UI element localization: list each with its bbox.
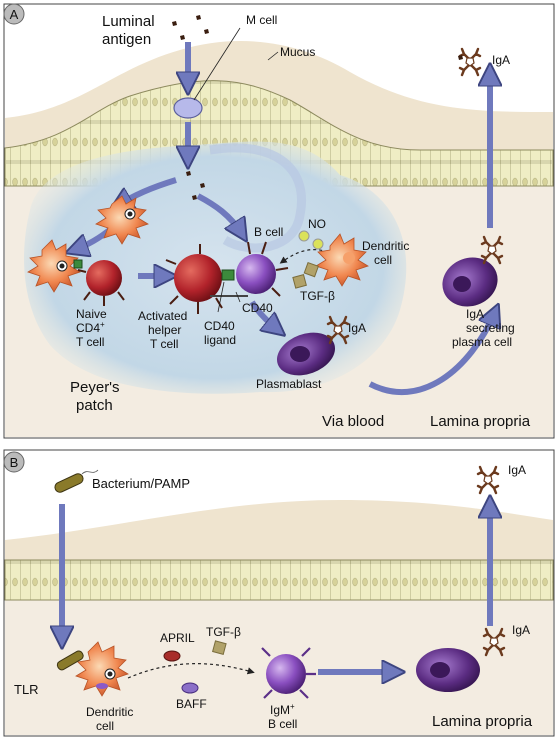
- cd40-label: CD40: [242, 301, 273, 315]
- cd40-ligand-label: CD40: [204, 319, 235, 333]
- m-cell-label: M cell: [246, 13, 277, 27]
- iga-plasma-cell-b: [416, 627, 506, 692]
- dendritic-cell-right: [315, 233, 369, 287]
- b-cell-a: [236, 241, 289, 297]
- dendritic-signal-arrow-b: [127, 663, 255, 679]
- no-molecule: [298, 230, 310, 242]
- via-blood-label: Via blood: [322, 413, 384, 430]
- tgf-beta-label-a: TGF-β: [300, 289, 335, 303]
- cd40-ligand-label: ligand: [204, 333, 236, 347]
- igm-b-cell-label: B cell: [268, 717, 297, 731]
- iga-top-label-b: IgA: [508, 463, 526, 477]
- lamina-propria-label-b: Lamina propria: [432, 713, 533, 730]
- naive-t-cell-label: T cell: [76, 335, 104, 349]
- leader-lines-a: [193, 27, 279, 313]
- iga-plasma-cell-a: [442, 235, 504, 307]
- tgf-beta-molecule: [303, 261, 319, 278]
- naive-t-cell-label: CD4+: [76, 320, 105, 335]
- dendritic-cell-upper: [95, 195, 149, 245]
- activated-helper-t-cell: [165, 244, 223, 314]
- iga-plasma-label: plasma cell: [452, 335, 512, 349]
- peyers-patch-label: patch: [76, 397, 113, 414]
- panel-a-badge: [3, 3, 25, 25]
- dendritic-cell-label-b: cell: [96, 719, 114, 733]
- epithelium-b: [4, 559, 554, 601]
- iga-plasmablast-label: IgA: [348, 321, 366, 335]
- activated-helper-label: T cell: [150, 337, 178, 351]
- peyers-patch-label: Peyer's: [70, 379, 120, 396]
- no-label: NO: [308, 217, 326, 231]
- iga-plasma-label: IgA: [466, 307, 484, 321]
- tgf-beta-label-b: TGF-β: [206, 625, 241, 639]
- naive-t-cell: [77, 260, 125, 306]
- tgf-beta-molecule-b: [212, 640, 227, 655]
- m-cell: [173, 97, 203, 119]
- panel-b-badge: [3, 451, 25, 473]
- mucus-label: Mucus: [280, 45, 315, 59]
- panel-a: A Luminal antigen M cell Mucus IgA B cel…: [3, 3, 555, 439]
- april-label: APRIL: [160, 631, 195, 645]
- tgf-beta-molecule: [292, 274, 307, 289]
- bacterium-label: Bacterium/PAMP: [92, 476, 190, 491]
- iga-top-label: IgA: [492, 53, 510, 67]
- mucus-layer-b: [5, 500, 553, 562]
- germinal-center-ring: [209, 143, 306, 253]
- iga-plasma-label-b: IgA: [512, 623, 530, 637]
- igm-b-cell-label: IgM+: [270, 702, 295, 717]
- plasmablast-label: Plasmablast: [256, 377, 322, 391]
- dendritic-signal-arrow: [279, 249, 329, 264]
- dendritic-cell-label: Dendritic: [362, 239, 409, 253]
- baff-molecule: [181, 682, 199, 694]
- cd40-ligand-receptor: [221, 269, 235, 281]
- bacterium: [54, 469, 99, 493]
- igm-b-cell: [261, 647, 316, 699]
- plasmablast: [276, 315, 350, 376]
- no-molecule: [312, 238, 324, 250]
- tlr-label: TLR: [14, 682, 39, 697]
- panel-b-letter: B: [10, 455, 19, 470]
- lamina-propria-label-a: Lamina propria: [430, 413, 531, 430]
- luminal-antigen-label: antigen: [102, 31, 151, 48]
- dendritic-cell-label: cell: [374, 253, 392, 267]
- arrows-b: [62, 504, 490, 672]
- luminal-antigen-label: Luminal: [102, 13, 155, 30]
- iga-plasma-label: secreting: [466, 321, 515, 335]
- panel-b: B Bacterium/PAMP IgA APRIL TGF-β BAFF Ig…: [3, 449, 555, 737]
- activated-helper-label: Activated: [138, 309, 187, 323]
- dendritic-cell-b: [56, 641, 129, 697]
- b-cell-label: B cell: [254, 225, 283, 239]
- naive-t-cell-label: Naive: [76, 307, 107, 321]
- activated-helper-label: helper: [148, 323, 181, 337]
- baff-label: BAFF: [176, 697, 207, 711]
- april-molecule: [163, 650, 181, 662]
- dendritic-cell-left: [27, 239, 83, 293]
- dendritic-cell-label-b: Dendritic: [86, 705, 133, 719]
- panel-a-letter: A: [10, 7, 19, 22]
